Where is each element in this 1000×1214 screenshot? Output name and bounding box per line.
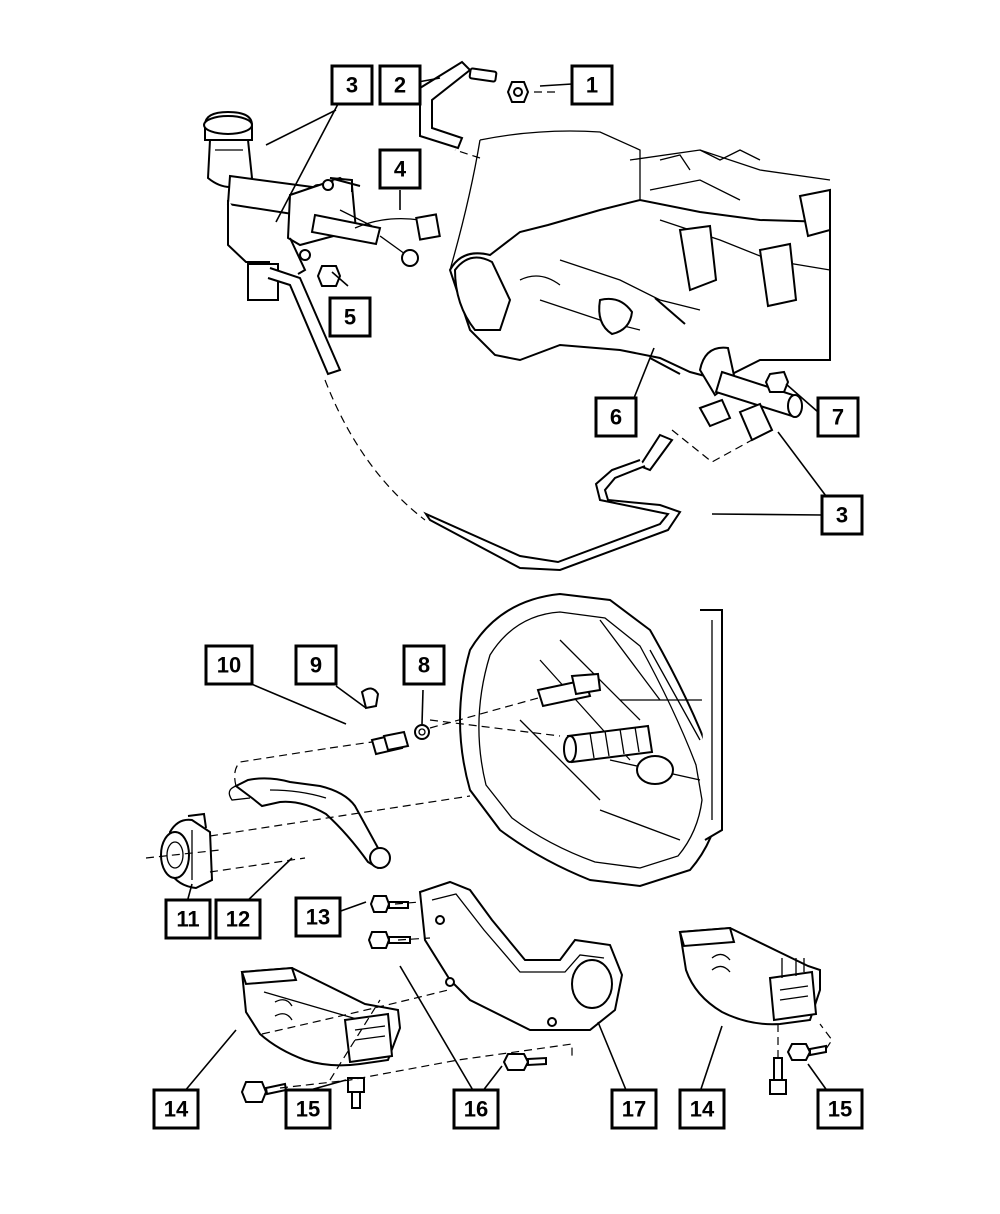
callout-15-right: 15 [816,1088,864,1130]
clutch-fluid-line-upper [227,200,342,376]
callout-13: 13 [294,896,342,938]
dust-shield [418,880,624,1031]
callout-2: 2 [378,64,422,106]
callout-7: 7 [816,396,860,438]
callout-3: 3 [330,64,374,106]
callout-label: 6 [610,405,622,430]
callout-label: 1 [586,73,598,98]
clutch-release-fork [228,777,391,870]
callout-label: 14 [164,1097,189,1122]
callout-4: 4 [378,148,422,190]
bolts-lower-left [240,895,547,1109]
callout-1: 1 [570,64,614,106]
callout-8: 8 [402,644,446,686]
callout-label: 3 [836,503,848,528]
release-bearing [160,812,214,890]
pivot-ball-stud [536,672,602,708]
clutch-master-cylinder [226,174,441,275]
studs-and-nuts [316,67,530,287]
callout-label: 8 [418,653,430,678]
callout-label: 12 [226,907,250,932]
structural-cover-left [240,966,402,1067]
callout-14-right: 14 [678,1088,726,1130]
callout-14-left: 14 [152,1088,200,1130]
callout-label: 14 [690,1097,715,1122]
structural-cover-right [678,926,821,1026]
input-shaft [563,724,654,764]
callout-label: 15 [296,1097,320,1122]
callout-12: 12 [214,898,262,940]
callout-label: 4 [394,157,407,182]
callout-15-left: 15 [284,1088,332,1130]
callout-label: 15 [828,1097,852,1122]
callout-label: 7 [832,405,844,430]
clutch-fork-components [360,687,430,756]
leader-lines [183,77,829,1093]
callout-label: 3 [346,73,358,98]
callout-label: 13 [306,905,330,930]
callout-label: 10 [217,653,241,678]
callout-6: 6 [594,396,638,438]
callout-label: 9 [310,653,322,678]
clutch-fluid-line-lower [423,433,682,572]
callout-10: 10 [204,644,254,686]
callout-label: 5 [344,305,356,330]
bolts-lower-right [769,1043,827,1095]
callout-16: 16 [452,1088,500,1130]
callout-17: 17 [610,1088,658,1130]
callout-11: 11 [164,898,212,940]
gasket [419,60,472,150]
callout-9: 9 [294,644,338,686]
callout-label: 2 [394,73,406,98]
callout-label: 16 [464,1097,488,1122]
callout-label: 17 [622,1097,646,1122]
callout-3-lower: 3 [820,494,864,536]
callout-label: 11 [176,907,199,932]
clutch-slave-cylinder [649,297,803,442]
transmission-housing [448,130,831,382]
callout-5: 5 [328,296,372,338]
clutch-master-cylinder-reservoir [203,110,254,188]
